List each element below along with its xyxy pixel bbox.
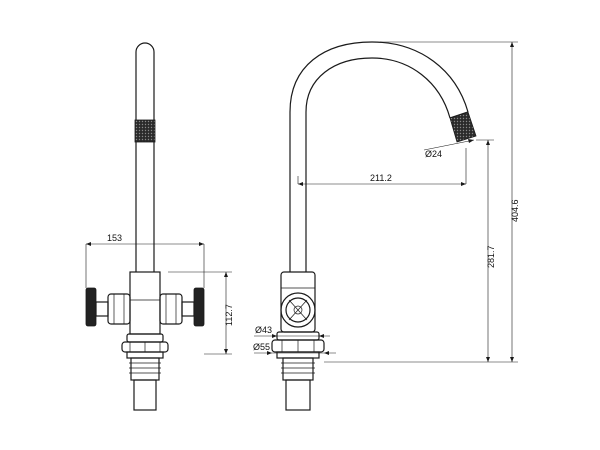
- front-view: 153 112.7: [85, 42, 234, 411]
- side-view: 211.2 Ø24 281.7 404.6 Ø43: [253, 41, 520, 411]
- front-knurled-band: [134, 119, 156, 143]
- dim-211-2-label: 211.2: [370, 173, 392, 183]
- dim-281-7-label: 281.7: [486, 245, 496, 268]
- front-base-nuts: [121, 333, 169, 359]
- dim-dia-43: [254, 334, 330, 338]
- dim-dia-24: [423, 139, 475, 151]
- front-right-handle: [193, 287, 205, 327]
- dim-404-6-label: 404.6: [510, 199, 520, 222]
- side-knurled-tip: [449, 111, 477, 143]
- front-body: [129, 271, 161, 335]
- front-threaded-shank: [129, 357, 161, 411]
- dim-112-7-label: 112.7: [224, 304, 234, 326]
- side-threaded-shank: [281, 357, 315, 411]
- dim-112-7: [168, 271, 232, 355]
- front-spout-tube: [135, 42, 155, 272]
- front-left-connector: [95, 293, 131, 325]
- side-handle-wheel: [280, 292, 316, 328]
- dim-281-7: [324, 139, 494, 363]
- dim-dia-55: [254, 351, 336, 355]
- dim-dia-55-label: Ø55: [253, 342, 270, 352]
- front-left-handle: [85, 287, 97, 327]
- dim-404-6: [380, 41, 518, 363]
- side-body: [280, 271, 316, 333]
- dim-dia-43-label: Ø43: [255, 325, 272, 335]
- front-right-connector: [159, 293, 195, 325]
- dim-dia-24-label: Ø24: [425, 149, 442, 159]
- dim-153-label: 153: [107, 233, 122, 243]
- dim-211-2: [297, 148, 467, 186]
- dim-153: [85, 242, 205, 288]
